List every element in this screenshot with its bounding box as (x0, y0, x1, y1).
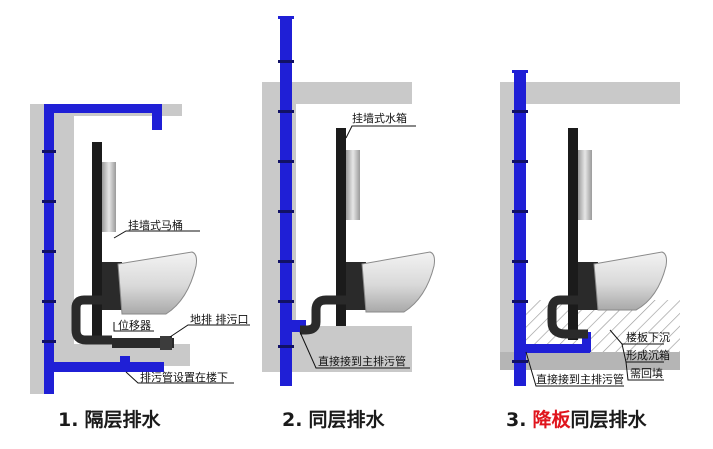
carrier-frame (92, 142, 102, 344)
svg-text:2.同层排水: 2. 同层排水 (282, 408, 385, 431)
lowered-slab (500, 352, 680, 370)
label-slab-lowered: 楼板下沉 (626, 330, 670, 344)
caption-text: 同层排水 (308, 408, 385, 431)
drain-bend (547, 295, 588, 339)
svg-text:1.隔层排水: 1. 隔层排水 (58, 408, 161, 431)
wall-inner (54, 116, 74, 344)
caption-number: 3. (506, 409, 526, 431)
toilet-bowl (593, 251, 667, 311)
drain-bend (71, 295, 112, 345)
main-drain-stack (512, 70, 591, 386)
pipe-joints (278, 60, 294, 348)
flush-plate (102, 162, 116, 232)
caption-2: 2. 同层排水 (282, 408, 385, 431)
caption-1: 1. 隔层排水 (58, 408, 161, 431)
label-pipe-below: 排污管设置在楼下 (140, 370, 228, 384)
drain-bend (300, 295, 356, 335)
toilet-bowl (361, 251, 435, 313)
flush-plate (578, 150, 592, 220)
label-backfill: 需回填 (630, 366, 663, 380)
label-form-box: 形成沉箱 (626, 348, 670, 362)
leader-lines (113, 230, 250, 384)
caption-number: 1. (58, 409, 78, 431)
main-drain-stack (278, 16, 306, 386)
panel-2-same-floor-drainage: 挂墙式水箱 直接接到主排污管 2. 同层排水 (262, 16, 435, 431)
panel-3-lowered-slab-drainage: 直接接到主排污管 楼板下沉 形成沉箱 需回填 3. 降板同层排水 (500, 70, 680, 431)
label-floor-drain: 地排 排污口 (190, 312, 249, 326)
label-direct-to-main: 直接接到主排污管 (318, 354, 406, 368)
pipe-joints (42, 150, 56, 343)
caption-highlight: 降板 (532, 408, 571, 431)
panel-1-separate-floor-drainage: 挂墙式马桶 位移器 地排 排污口 排污管设置在楼下 1. 隔层排水 (30, 104, 250, 431)
caption-number: 2. (282, 409, 302, 431)
label-wall-tank: 挂墙式水箱 (352, 111, 407, 125)
caption-text: 同层排水 (570, 408, 647, 431)
carrier-frame (336, 128, 346, 326)
label-shifter: 位移器 (118, 318, 151, 332)
leader-lines (299, 125, 416, 369)
label-direct-to-main: 直接接到主排污管 (536, 372, 624, 386)
flush-plate (346, 150, 360, 220)
caption-3: 3. 降板同层排水 (506, 408, 647, 431)
svg-text:3.降板同层排水: 3. 降板同层排水 (506, 408, 647, 431)
vent-stack-pipe (44, 104, 164, 394)
toilet-bowl (117, 251, 197, 315)
floor-drain-outlet (112, 338, 174, 348)
label-wall-toilet: 挂墙式马桶 (128, 218, 183, 232)
carrier-frame (568, 128, 578, 340)
caption-text: 隔层排水 (84, 408, 161, 431)
leader-lines (525, 329, 664, 387)
drain-cap (160, 336, 172, 350)
pipe-joints (512, 110, 528, 363)
floor-slab (30, 344, 190, 366)
